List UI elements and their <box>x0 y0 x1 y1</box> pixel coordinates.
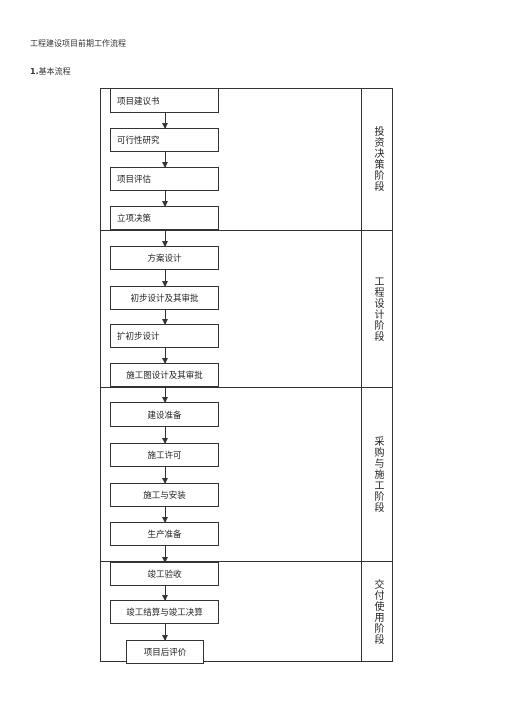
stage-investment-decision: 投资决策阶段 <box>372 126 383 192</box>
stage-procurement-construction: 采购与施工阶段 <box>372 436 383 513</box>
arrow-3 <box>162 191 168 207</box>
step-feasibility-study: 可行性研究 <box>110 128 219 152</box>
step-completion-acceptance: 竣工验收 <box>110 562 219 586</box>
arrow-10 <box>162 467 168 484</box>
arrow-2 <box>162 152 168 168</box>
step-project-decision: 立项决策 <box>110 206 219 230</box>
stage-divider-3 <box>100 561 393 562</box>
stage-divider-1 <box>100 230 393 231</box>
flowchart-frame <box>100 88 393 662</box>
arrow-9 <box>162 427 168 444</box>
step-preliminary-design: 初步设计及其审批 <box>110 286 219 310</box>
step-post-evaluation: 项目后评价 <box>126 640 204 664</box>
step-project-proposal: 项目建议书 <box>110 88 219 113</box>
document-title: 工程建设项目前期工作流程 <box>30 39 126 48</box>
arrow-5 <box>162 270 168 287</box>
arrow-14 <box>162 624 168 641</box>
arrow-1 <box>162 113 168 129</box>
arrow-13 <box>162 586 168 601</box>
arrow-4 <box>162 231 168 247</box>
stage-delivery-use: 交付使用阶段 <box>372 579 383 645</box>
arrow-8 <box>162 388 168 403</box>
arrow-7 <box>162 348 168 364</box>
arrow-6 <box>162 310 168 325</box>
step-construction-installation: 施工与安装 <box>110 483 219 507</box>
section-title: 1.基本流程 <box>30 66 71 77</box>
step-extended-preliminary-design: 扩初步设计 <box>110 324 219 348</box>
step-project-evaluation: 项目评估 <box>110 167 219 191</box>
arrow-12 <box>162 546 168 563</box>
step-scheme-design: 方案设计 <box>110 246 219 270</box>
arrow-11 <box>162 507 168 523</box>
stage-engineering-design: 工程设计阶段 <box>372 276 383 342</box>
step-construction-preparation: 建设准备 <box>110 402 219 427</box>
step-construction-drawing-design: 施工图设计及其审批 <box>110 363 219 387</box>
section-number: 1. <box>30 67 39 76</box>
stage-column-divider <box>361 88 362 662</box>
stage-divider-2 <box>100 387 393 388</box>
step-final-settlement: 竣工结算与竣工决算 <box>110 600 219 624</box>
step-construction-permit: 施工许可 <box>110 443 219 467</box>
section-title-text: 基本流程 <box>38 67 71 76</box>
step-production-preparation: 生产准备 <box>110 522 219 546</box>
